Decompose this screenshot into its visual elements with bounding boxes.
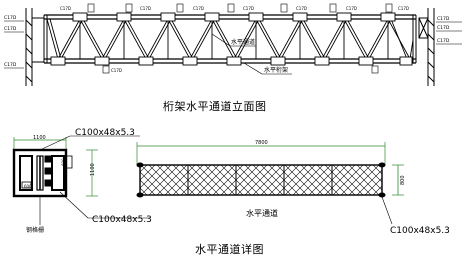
section-detail bbox=[12, 135, 150, 225]
dim-section-inner: 600 bbox=[61, 158, 66, 166]
svg-text:C17D: C17D bbox=[4, 15, 17, 21]
svg-text:C17D: C17D bbox=[437, 25, 450, 31]
top-member-tag-text: C17D C17D C17D C17D C17D C17D C17D bbox=[60, 6, 409, 11]
dim-plan-width: 800 bbox=[400, 175, 406, 185]
profile-top-label: C100x48x5.3 bbox=[75, 128, 135, 138]
truss-elevation: C17D C17D C17D C17D C17D C17D bbox=[4, 3, 462, 86]
plan-detail bbox=[136, 142, 404, 225]
grating-label: 钢格栅 bbox=[26, 226, 44, 234]
left-tag-group: C17D C17D C17D bbox=[4, 15, 17, 68]
section-labels: 1100 1100 600 600 C100x48x5.3 C100x48x5.… bbox=[24, 128, 152, 234]
tag-label-5: C17D bbox=[296, 6, 307, 11]
plan-labels: 7800 800 水平通道 C100x48x5.3 bbox=[246, 140, 450, 236]
right-tag-group: C17D C17D C17D bbox=[437, 16, 450, 44]
tag-label-3: C17D bbox=[193, 6, 204, 11]
detail-caption: 水平通道详图 bbox=[195, 243, 264, 256]
tag-label-2: C17D bbox=[140, 6, 151, 11]
bottom-member-tag-text: C17D bbox=[111, 68, 122, 73]
bottom-gusset-plates bbox=[50, 56, 413, 66]
svg-text:C17D: C17D bbox=[4, 62, 17, 68]
plan-channel-label: 水平通道 bbox=[246, 208, 278, 218]
elevation-caption: 桁架水平通道立面图 bbox=[163, 100, 267, 113]
svg-text:C17D: C17D bbox=[437, 38, 450, 44]
label-channel: 水平通道 bbox=[231, 38, 255, 46]
dim-section-bottom: 600 bbox=[24, 184, 32, 189]
dim-section-width: 1100 bbox=[33, 135, 46, 141]
left-column bbox=[25, 8, 44, 86]
profile-side-label: C100x48x5.3 bbox=[92, 215, 152, 225]
profile-plan-label: C100x48x5.3 bbox=[390, 226, 450, 236]
web-members bbox=[46, 17, 414, 61]
tag-label-7: C17D bbox=[398, 6, 409, 11]
right-column bbox=[418, 8, 435, 86]
tag-label-8: C17D bbox=[111, 68, 122, 73]
tag-label-1: C17D bbox=[60, 6, 71, 11]
tag-label-6: C17D bbox=[346, 6, 357, 11]
svg-text:C17D: C17D bbox=[4, 26, 17, 32]
label-truss: 水平桁架 bbox=[264, 66, 288, 74]
dim-section-height: 1100 bbox=[90, 163, 96, 176]
svg-text:C17D: C17D bbox=[437, 16, 450, 22]
end-posts bbox=[43, 15, 417, 63]
top-chord bbox=[44, 14, 416, 20]
dim-plan-length: 7800 bbox=[255, 140, 268, 146]
bottom-member-tags bbox=[102, 65, 379, 74]
tag-label-4: C17D bbox=[243, 6, 254, 11]
top-member-tags bbox=[87, 3, 393, 13]
top-gusset-plates bbox=[72, 12, 396, 22]
